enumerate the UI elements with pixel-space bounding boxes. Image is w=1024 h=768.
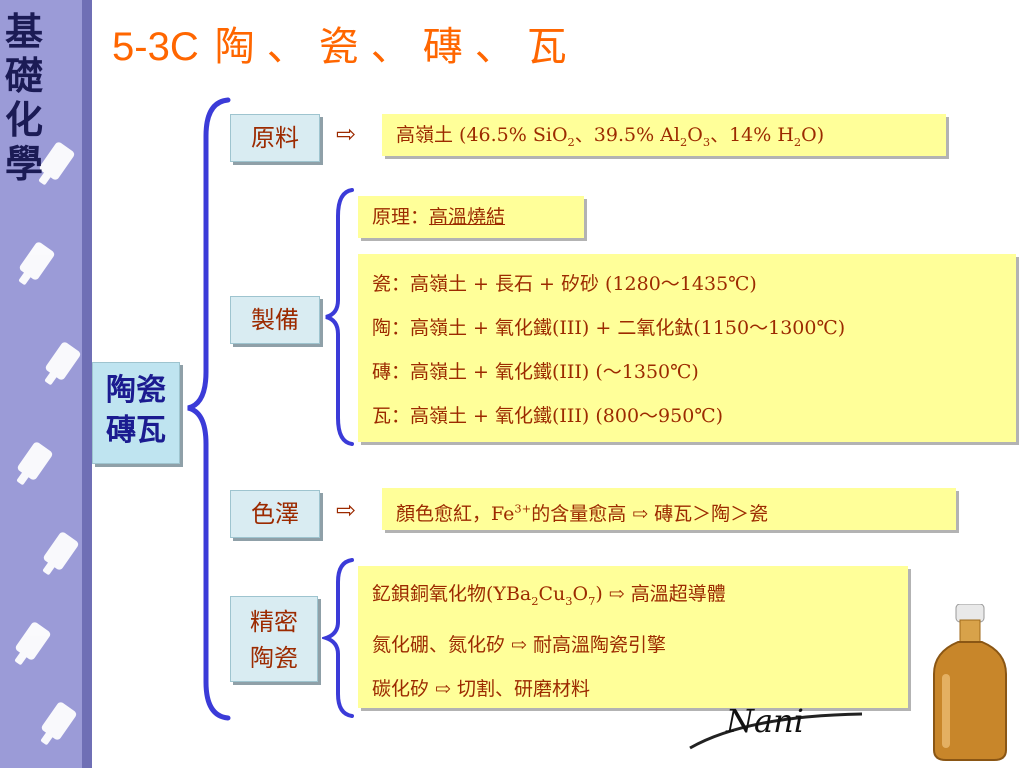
main-topic-label: 陶瓷 磚瓦	[92, 362, 180, 464]
color-box: 顏色愈紅，Fe3+的含量愈高 ⇨ 磚瓦＞陶＞瓷	[382, 488, 956, 530]
sidebar-title-char: 學	[4, 142, 43, 186]
prep-line: 瓷：高嶺土 + 長石 + 矽砂 (1280～1435℃)	[372, 273, 757, 295]
fine-ceramics-box: 釔鋇銅氧化物(YBa2Cu3O7) ⇨ 高溫超導體 氮化硼、氮化矽 ⇨ 耐高溫陶…	[358, 566, 908, 708]
prep-brace	[325, 188, 354, 446]
bottle-shape	[18, 240, 56, 282]
bottle-shape	[16, 440, 54, 482]
title-text: 陶、瓷、磚、瓦	[214, 24, 579, 70]
raw-formula: 高嶺土 (46.5% SiO2、39.5% Al2O3、14% H2O)	[396, 124, 825, 149]
page-title: 5-3C 陶、瓷、磚、瓦	[112, 14, 579, 72]
arrow-icon: ⇨	[336, 120, 357, 148]
raw-materials-box: 高嶺土 (46.5% SiO2、39.5% Al2O3、14% H2O)	[382, 114, 946, 156]
raw-materials-label: 原料	[230, 114, 320, 162]
fine-label-line: 精密	[250, 608, 298, 636]
color-text: 顏色愈紅，Fe3+的含量愈高 ⇨ 磚瓦＞陶＞瓷	[396, 502, 769, 526]
fine-line: 氮化硼、氮化矽 ⇨ 耐高溫陶瓷引擎	[372, 633, 666, 656]
signature-swoosh	[689, 712, 863, 750]
principle-box: 原理：高溫燒結	[358, 196, 584, 238]
prep-line: 陶：高嶺土 + 氧化鐵(III) + 二氧化鈦(1150～1300℃)	[372, 317, 846, 339]
preparation-box: 瓷：高嶺土 + 長石 + 矽砂 (1280～1435℃) 陶：高嶺土 + 氧化鐵…	[358, 254, 1016, 442]
bottle-shape	[14, 620, 52, 662]
sidebar-title-char: 化	[4, 98, 43, 142]
fine-brace	[322, 558, 354, 718]
color-label: 色澤	[230, 490, 320, 538]
fine-ceramics-label: 精密 陶瓷	[230, 596, 318, 682]
sidebar-title-char: 基	[4, 10, 43, 54]
sidebar-edge	[82, 0, 92, 768]
sidebar-title-char: 礎	[4, 54, 43, 98]
main-label-line: 磚瓦	[106, 413, 166, 448]
prep-line: 磚：高嶺土 + 氧化鐵(III) (～1350℃)	[372, 361, 699, 383]
signature-text: Nani	[726, 702, 804, 740]
decorative-sidebar	[0, 0, 92, 768]
sidebar-title: 基 礎 化 學	[2, 10, 46, 186]
signature-logo: Nani	[686, 696, 866, 756]
bottle-shape	[40, 700, 78, 742]
amber-bottle-icon	[933, 604, 1007, 761]
main-brace	[186, 96, 233, 722]
arrow-icon: ⇨	[336, 496, 357, 524]
prep-line: 瓦：高嶺土 + 氧化鐵(III) (800～950℃)	[372, 405, 723, 427]
fine-label-line: 陶瓷	[250, 644, 298, 672]
principle-value: 高溫燒結	[429, 206, 506, 228]
bottle-shape	[44, 340, 82, 382]
fine-line: 釔鋇銅氧化物(YBa2Cu3O7) ⇨ 高溫超導體	[372, 583, 726, 608]
preparation-label: 製備	[230, 296, 320, 344]
principle-prefix: 原理：	[372, 206, 430, 228]
bottle-shape	[42, 530, 80, 572]
fine-line: 碳化矽 ⇨ 切割、研磨材料	[372, 677, 590, 700]
section-number: 5-3C	[112, 25, 199, 69]
main-label-line: 陶瓷	[106, 373, 166, 408]
